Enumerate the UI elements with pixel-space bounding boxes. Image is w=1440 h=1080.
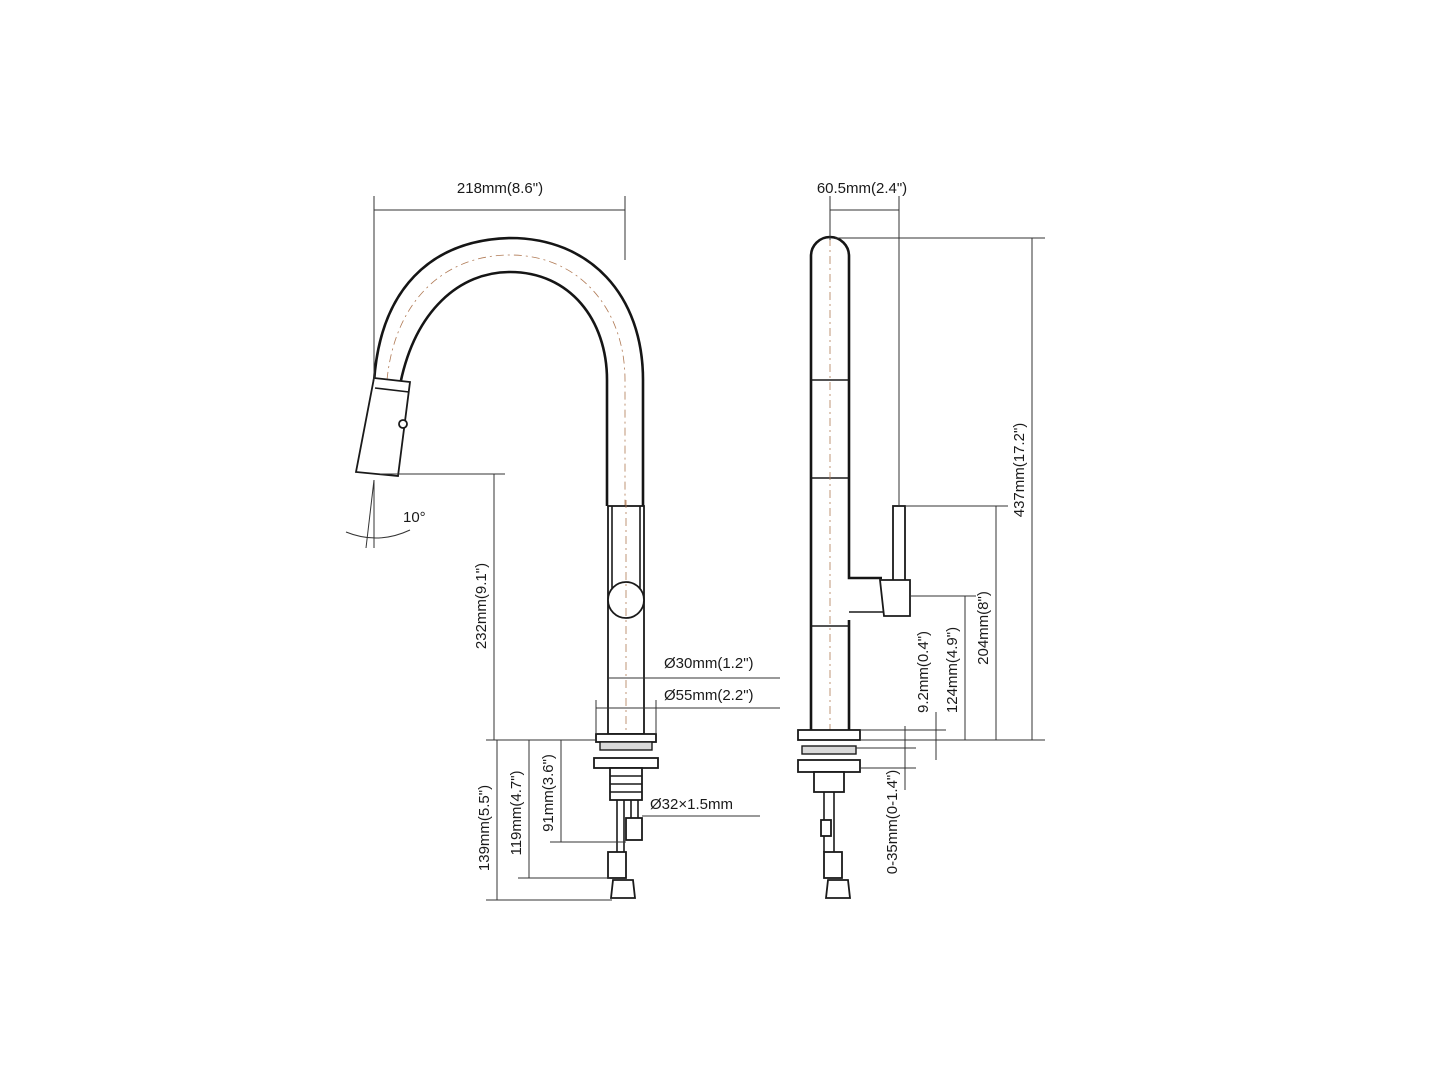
handle-knob-front (607, 581, 645, 619)
shank-119-label: 119mm(4.7") (508, 770, 525, 855)
shank-91-label: 91mm(3.6") (540, 754, 557, 832)
handle-height-label: 204mm(8") (975, 591, 992, 665)
deck-thickness-label: 0-35mm(0-1.4") (884, 770, 901, 875)
spray-button (398, 419, 408, 429)
shank-139-label: 139mm(5.5") (476, 785, 493, 871)
lever-height-label: 124mm(4.9") (944, 627, 961, 713)
hose-fitting-right (625, 817, 643, 841)
total-height-label: 437mm(17.2") (1011, 423, 1028, 518)
lever-hub (878, 579, 911, 617)
gasket (599, 741, 653, 751)
hose-end-cap (609, 879, 637, 899)
reach-label: 218mm(8.6") (457, 180, 543, 197)
side-view: 60.5mm(2.4") 437mm(17.2") 204mm(8") 124m… (797, 180, 1045, 899)
side-base-plate (797, 729, 861, 741)
side-gasket (801, 745, 857, 755)
base-diameter-label: Ø55mm(2.2") (664, 687, 754, 704)
side-hose-fitting (823, 851, 843, 879)
spray-head (354, 377, 412, 477)
hose-fitting-left (607, 851, 627, 879)
mount-washer (593, 757, 659, 769)
thread-label: Ø32×1.5mm (650, 796, 733, 813)
body-diameter-label: Ø30mm(1.2") (664, 655, 754, 672)
lever-handle (892, 505, 906, 585)
spout-height-label: 232mm(9.1") (473, 563, 490, 649)
side-mount-bracket (797, 759, 861, 773)
spray-angle-label: 10° (403, 509, 426, 526)
spout-outer-curve (372, 236, 645, 506)
depth-label: 60.5mm(2.4") (817, 180, 907, 197)
front-view: 218mm(8.6") 232mm(9.1") 10° Ø30mm(1.2") … (345, 180, 780, 901)
base-height-label: 9.2mm(0.4") (915, 631, 932, 713)
base-plate (595, 733, 657, 743)
spout-inner-curve (398, 270, 609, 506)
angle-line-tilted (365, 479, 375, 549)
spout-centerline (386, 254, 626, 700)
spray-head-joint (374, 387, 410, 393)
angle-arc (345, 529, 411, 539)
side-hose-clip (820, 819, 832, 837)
side-threaded-shank (813, 771, 845, 793)
side-body (809, 506, 882, 732)
side-hose-end-cap (824, 879, 852, 899)
